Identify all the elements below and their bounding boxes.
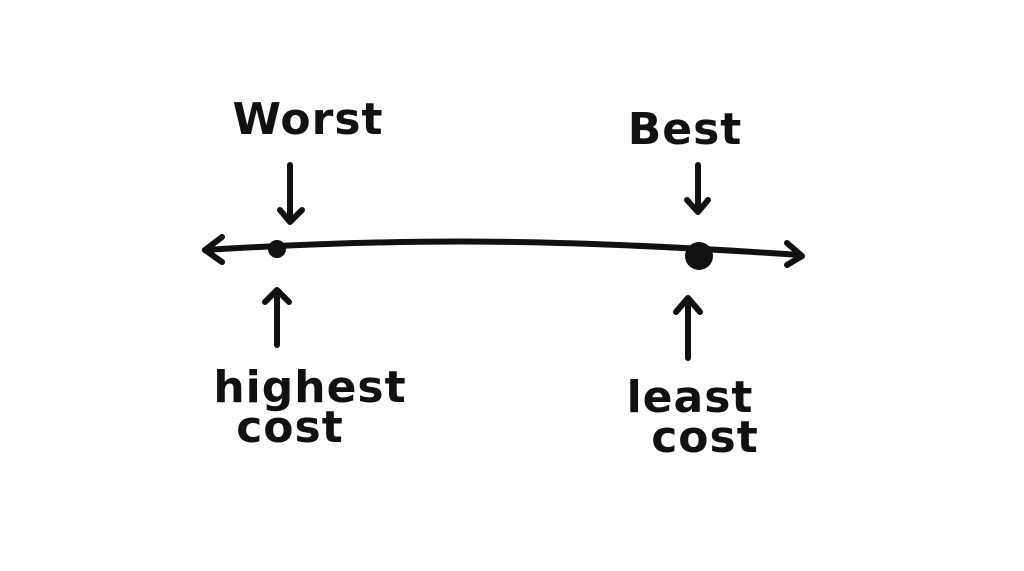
highest-cost-line2: cost [236,402,344,453]
best-arrow [684,162,711,215]
best-label: Best [627,104,743,155]
right-arrowhead [784,240,805,268]
highest-cost-arrow [262,287,292,348]
worst-point [268,240,286,258]
least-cost-arrow [673,295,703,361]
worst-arrow [277,162,305,225]
least-cost-line1: least [626,372,754,423]
highest-cost-label: highest cost [210,362,410,450]
worst-label: Worst [232,94,384,145]
left-arrowhead [202,234,225,265]
best-point [685,242,713,270]
highest-cost-line1: highest [213,362,407,413]
least-cost-label: least cost [605,372,775,463]
least-cost-line2: cost [651,412,759,463]
